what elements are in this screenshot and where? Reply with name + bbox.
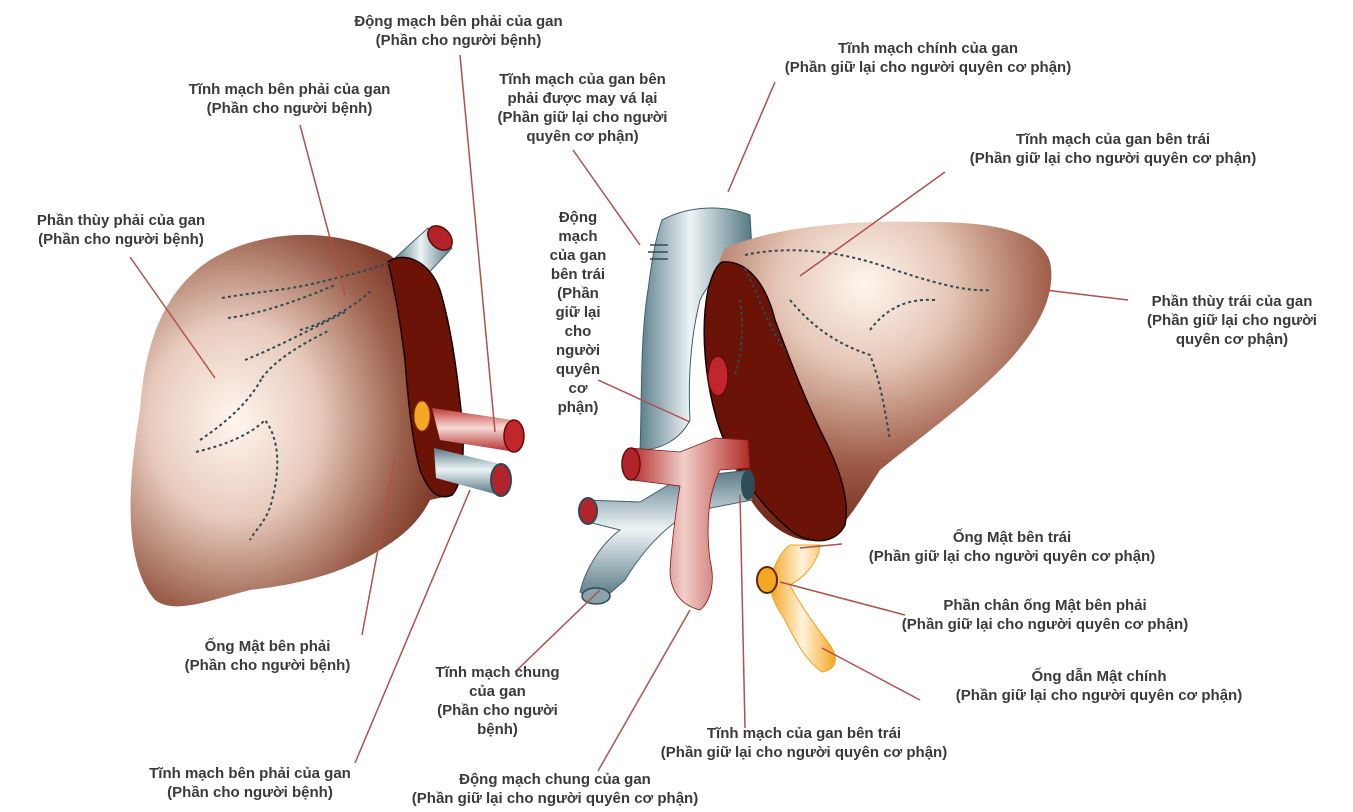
label-repaired-right-hepatic-vein: Tĩnh mạch của gan bên phải được may vá l… — [470, 70, 695, 146]
label-left-lobe: Phần thùy trái của gan (Phần giữ lại cho… — [1112, 292, 1352, 349]
label-line: Tĩnh mạch chính của gan — [738, 39, 1118, 58]
label-left-portal-vein: Tĩnh mạch của gan bên trái (Phần giữ lại… — [614, 724, 994, 762]
label-line: (Phần cho người bệnh) — [100, 783, 400, 802]
label-common-hepatic-artery: Động mạch chung của gan (Phần giữ lại ch… — [360, 770, 750, 808]
label-line: Tĩnh mạch chung — [405, 663, 590, 682]
label-left-hepatic-vein-top: Tĩnh mạch của gan bên trái (Phần giữ lại… — [918, 130, 1308, 168]
label-line: cơ — [528, 379, 628, 398]
label-line: Động — [528, 208, 628, 227]
label-line: (Phần cho người bệnh) — [296, 31, 621, 50]
label-line: (Phần cho người bệnh) — [132, 99, 447, 118]
label-line: Tĩnh mạch của gan bên — [470, 70, 695, 89]
label-line: Tĩnh mạch của gan bên trái — [614, 724, 994, 743]
label-line: Tĩnh mạch của gan bên trái — [918, 130, 1308, 149]
label-line: Động mạch bên phải của gan — [296, 12, 621, 31]
label-line: (Phần giữ lại cho người — [1112, 311, 1352, 330]
label-line: quyên cơ phận) — [1112, 330, 1352, 349]
label-line: Phần thùy phải của gan — [0, 211, 242, 230]
label-line: người — [528, 341, 628, 360]
label-line: của gan — [405, 682, 590, 701]
label-line: Ống Mật bên phải — [150, 637, 385, 656]
label-line: Tĩnh mạch bên phải của gan — [132, 80, 447, 99]
right-lobe-graft — [131, 221, 524, 606]
label-line: quyên — [528, 360, 628, 379]
label-right-bile-duct: Ống Mật bên phải (Phần cho người bệnh) — [150, 637, 385, 675]
label-line: (Phần giữ lại cho người quyên cơ phận) — [738, 58, 1118, 77]
label-line: (Phần cho người bệnh) — [150, 656, 385, 675]
label-line: (Phần giữ lại cho người quyên cơ phận) — [614, 743, 994, 762]
label-line: (Phần cho người bệnh) — [0, 230, 242, 249]
right-bile-duct-opening — [414, 401, 430, 431]
label-line: Ống Mật bên trái — [822, 528, 1202, 547]
label-left-hepatic-artery: Động mạch của gan bên trái (Phần giữ lại… — [528, 208, 628, 417]
label-line: (Phần cho người — [405, 701, 590, 720]
label-main-hepatic-vein: Tĩnh mạch chính của gan (Phần giữ lại ch… — [738, 39, 1118, 77]
label-common-bile-duct: Ống dẫn Mật chính (Phần giữ lại cho ngườ… — [906, 667, 1292, 705]
label-line: (Phần giữ lại cho người quyên cơ phận) — [360, 789, 750, 808]
label-line: (Phần giữ lại cho người — [470, 108, 695, 127]
label-right-hepatic-artery: Động mạch bên phải của gan (Phần cho ngư… — [296, 12, 621, 50]
label-line: (Phần giữ lại cho người quyên cơ phận) — [918, 149, 1308, 168]
label-line: Ống dẫn Mật chính — [906, 667, 1292, 686]
label-line: giữ lại — [528, 303, 628, 322]
label-line: quyên cơ phận) — [470, 127, 695, 146]
label-right-bile-duct-stump: Phần chân ống Mật bên phải (Phần giữ lại… — [855, 596, 1235, 634]
label-portal-vein: Tĩnh mạch chung của gan (Phần cho người … — [405, 663, 590, 739]
label-line: của gan — [528, 246, 628, 265]
label-line: mạch — [528, 227, 628, 246]
label-right-hepatic-vein-top: Tĩnh mạch bên phải của gan (Phần cho ngư… — [132, 80, 447, 118]
portal-vein — [580, 470, 752, 602]
label-line: Phần thùy trái của gan — [1112, 292, 1352, 311]
label-right-lobe: Phần thùy phải của gan (Phần cho người b… — [0, 211, 242, 249]
label-line: phận) — [528, 398, 628, 417]
label-line: (Phần giữ lại cho người quyên cơ phận) — [855, 615, 1235, 634]
label-line: Phần chân ống Mật bên phải — [855, 596, 1235, 615]
label-line: (Phần giữ lại cho người quyên cơ phận) — [822, 547, 1202, 566]
label-right-hepatic-vein-bottom: Tĩnh mạch bên phải của gan (Phần cho ngư… — [100, 764, 400, 802]
label-line: Tĩnh mạch bên phải của gan — [100, 764, 400, 783]
label-line: cho — [528, 322, 628, 341]
label-line: bên trái — [528, 265, 628, 284]
label-line: bệnh) — [405, 720, 590, 739]
label-line: phải được may vá lại — [470, 89, 695, 108]
label-line: Động mạch chung của gan — [360, 770, 750, 789]
label-line: (Phần giữ lại cho người quyên cơ phận) — [906, 686, 1292, 705]
label-left-bile-duct: Ống Mật bên trái (Phần giữ lại cho người… — [822, 528, 1202, 566]
label-line: (Phần — [528, 284, 628, 303]
